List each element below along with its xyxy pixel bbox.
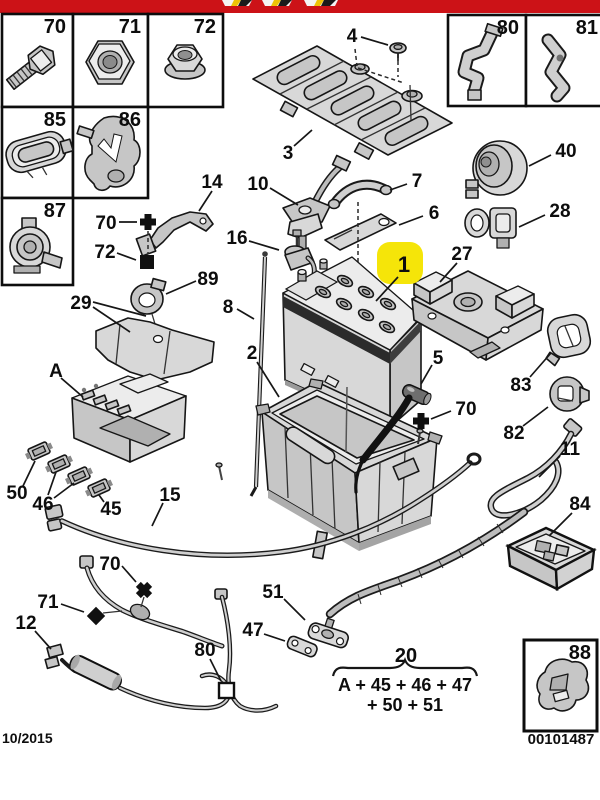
footer-date: 10/2015 [2,730,53,746]
callout-7[interactable]: 7 [412,171,423,192]
callout-6[interactable]: 6 [429,203,440,224]
ref-label-80[interactable]: 80 [497,17,519,39]
callout-70-top[interactable]: 70 [95,213,116,234]
part-support-bracket-27 [411,270,544,361]
callout-11[interactable]: 11 [560,439,581,460]
callout-83[interactable]: 83 [510,375,531,396]
ref-label-88[interactable]: 88 [569,642,591,664]
part-bolt-70 [5,45,56,90]
part-handle-7 [327,179,393,210]
part-cable-11 [325,418,583,619]
callout-84[interactable]: 84 [569,494,591,515]
part-terminal-51 [307,617,349,649]
filled-square-symbol-icon [140,255,154,269]
callout-45[interactable]: 45 [100,499,122,520]
ref-label-87[interactable]: 87 [44,200,66,222]
formula-line-1: A + 45 + 46 + 47 [338,675,472,695]
part-bracket-14 [135,211,214,257]
callout-28[interactable]: 28 [549,201,570,222]
part-tray-84 [505,526,597,592]
part-positive-terminal-10 [282,154,352,251]
callout-47[interactable]: 47 [242,620,263,641]
part-cable-15 [44,452,482,560]
part-clamp-86 [76,115,141,192]
part-bracket-28 [464,207,517,249]
callout-27[interactable]: 27 [451,244,472,265]
callout-a[interactable]: A [49,361,63,382]
callout-8[interactable]: 8 [223,297,234,318]
part-bracket-29 [95,317,215,381]
callout-70-bottom[interactable]: 70 [99,554,120,575]
part-fusebox-a [71,373,187,463]
callout-2[interactable]: 2 [247,343,258,364]
part-clamp-plate-6 [324,213,397,251]
part-clamp-rod-8 [249,251,268,497]
callout-14[interactable]: 14 [201,172,223,193]
callout-16[interactable]: 16 [226,228,247,249]
formula-line-2: + 50 + 51 [367,695,443,715]
callout-12[interactable]: 12 [15,613,36,634]
bold-x-symbol-icon [135,581,153,599]
cable-routing-curve [354,394,413,494]
open-square-symbol-icon [217,681,236,700]
part-grommet-82 [549,376,590,412]
callout-40[interactable]: 40 [555,141,576,162]
part-battery-cover [252,45,453,160]
part-terminal-47 [286,635,318,658]
callout-70-mid[interactable]: 70 [455,399,476,420]
formula-brace [331,657,479,677]
reference-grid [0,12,600,287]
callout-89[interactable]: 89 [197,269,218,290]
part-grommet-83 [545,313,592,367]
part-flange-nut-72 [164,44,206,80]
kit-formula: 20 A + 45 + 46 + 47 + 50 + 51 [331,645,479,715]
part-spacer-5 [401,384,432,406]
ref-label-85[interactable]: 85 [44,109,66,131]
ref-label-81[interactable]: 81 [576,17,598,39]
ref-box-88-group[interactable] [522,638,599,733]
callout-51[interactable]: 51 [262,582,284,603]
callout-3[interactable]: 3 [283,143,294,164]
filled-diamond-symbol-icon [86,606,106,626]
part-horn-87 [9,217,63,274]
part-duct-85 [5,130,74,179]
part-nut-71 [85,40,135,85]
top-banner [0,0,600,13]
leader-lines [22,36,573,682]
callout-5[interactable]: 5 [433,348,444,369]
callout-71-bottom[interactable]: 71 [37,592,59,613]
banner-bar [0,0,600,13]
ref-label-86[interactable]: 86 [119,109,141,131]
part-clamp-89 [130,277,167,335]
callout-50[interactable]: 50 [6,483,27,504]
part-bracket-81 [541,33,571,103]
callout-80-bottom[interactable]: 80 [194,640,215,661]
callout-29[interactable]: 29 [70,293,91,314]
callout-72-top[interactable]: 72 [94,242,115,263]
ref-label-72[interactable]: 72 [194,16,216,38]
ref-label-71[interactable]: 71 [119,16,141,38]
callout-labels: 70 71 72 85 86 87 80 81 88 4 3 40 28 14 … [6,16,598,664]
plus-symbol-icon [140,214,156,230]
part-cable-strap [79,555,225,649]
callout-82[interactable]: 82 [503,423,524,444]
highlight-part-1[interactable] [377,242,423,284]
callout-4[interactable]: 4 [347,26,358,47]
part-clamp-88 [536,658,590,712]
part-cover-screw [354,42,407,84]
callout-10[interactable]: 10 [247,174,268,195]
footer: 10/2015 00101487 [2,730,594,748]
banner-logo-icon [222,0,338,6]
formula-group-label[interactable]: 20 [395,645,417,667]
callout-15[interactable]: 15 [159,485,181,506]
callout-1-highlighted[interactable]: 1 [398,252,410,277]
ref-label-70[interactable]: 70 [44,16,66,38]
callout-46[interactable]: 46 [32,494,53,515]
part-fuses [24,441,223,498]
part-bracket-80 [457,22,504,101]
part-horn-40 [465,140,528,199]
footer-doc-number: 00101487 [528,731,595,748]
hardware-symbols [86,214,429,700]
plus-symbol-mid-icon [413,413,429,429]
